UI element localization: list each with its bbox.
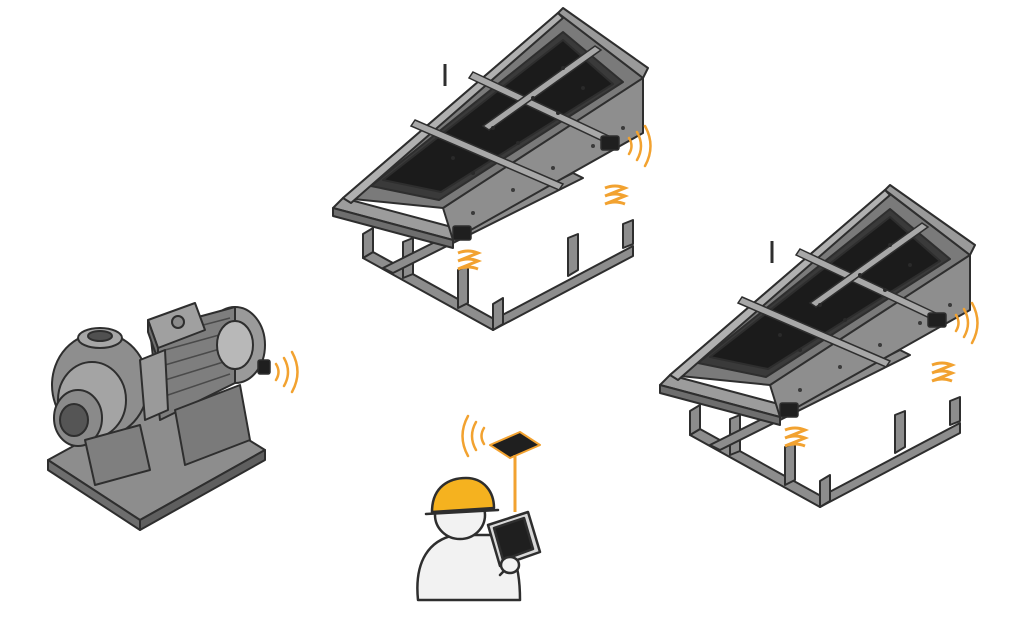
worker-icon xyxy=(416,476,542,602)
vibrating-screen-right xyxy=(658,183,979,509)
worker-with-tablet xyxy=(416,476,542,602)
sensor-icon xyxy=(257,359,271,375)
vibrating-screen-icon xyxy=(331,6,652,332)
signal-waves-icon xyxy=(274,350,299,394)
wireless-gateway xyxy=(461,414,541,512)
centrifugal-pump xyxy=(47,302,299,531)
vibrating-screen-top xyxy=(331,6,652,332)
pump-icon xyxy=(47,302,266,531)
vibrating-screen-icon xyxy=(658,183,979,509)
gateway-icon xyxy=(489,431,541,512)
signal-waves-icon xyxy=(461,414,486,458)
